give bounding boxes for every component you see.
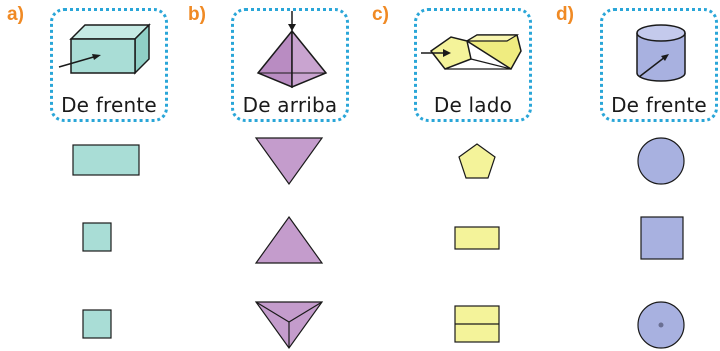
pentagonal-prism-icon [421, 34, 522, 71]
option-b1-triangle-down[interactable] [254, 136, 324, 186]
exercise-letter-a: a) [7, 4, 24, 25]
view-label-d: De frente [611, 93, 707, 117]
solid-card-b: De arriba [231, 8, 349, 122]
option-a3-square[interactable] [82, 309, 112, 339]
view-label-a: De frente [61, 93, 157, 117]
option-b2-triangle-up[interactable] [254, 215, 324, 265]
exercise-letter-c: c) [372, 4, 389, 25]
option-a2-square[interactable] [82, 222, 112, 252]
option-d3-circle-with-center[interactable] [636, 300, 686, 350]
exercise-letter-d: d) [556, 4, 574, 25]
option-d2-square[interactable] [640, 216, 684, 260]
option-a1-rectangle[interactable] [72, 144, 140, 176]
view-label-b: De arriba [242, 93, 338, 117]
exercise-letter-b: b) [188, 4, 206, 25]
solid-card-a: De frente [50, 8, 168, 122]
solid-card-c: De lado [414, 8, 532, 122]
triangular-pyramid-icon [256, 11, 328, 89]
cylinder-icon [636, 24, 686, 82]
option-b3-triangle-with-edges[interactable] [254, 300, 324, 351]
view-label-c: De lado [433, 93, 513, 117]
rectangular-prism-icon [58, 23, 151, 75]
option-c2-rectangle[interactable] [454, 226, 500, 250]
option-c3-rectangle-split[interactable] [454, 305, 500, 343]
option-d1-circle[interactable] [636, 136, 686, 186]
solid-card-d: De frente [600, 8, 718, 122]
option-c1-pentagon[interactable] [457, 142, 497, 180]
